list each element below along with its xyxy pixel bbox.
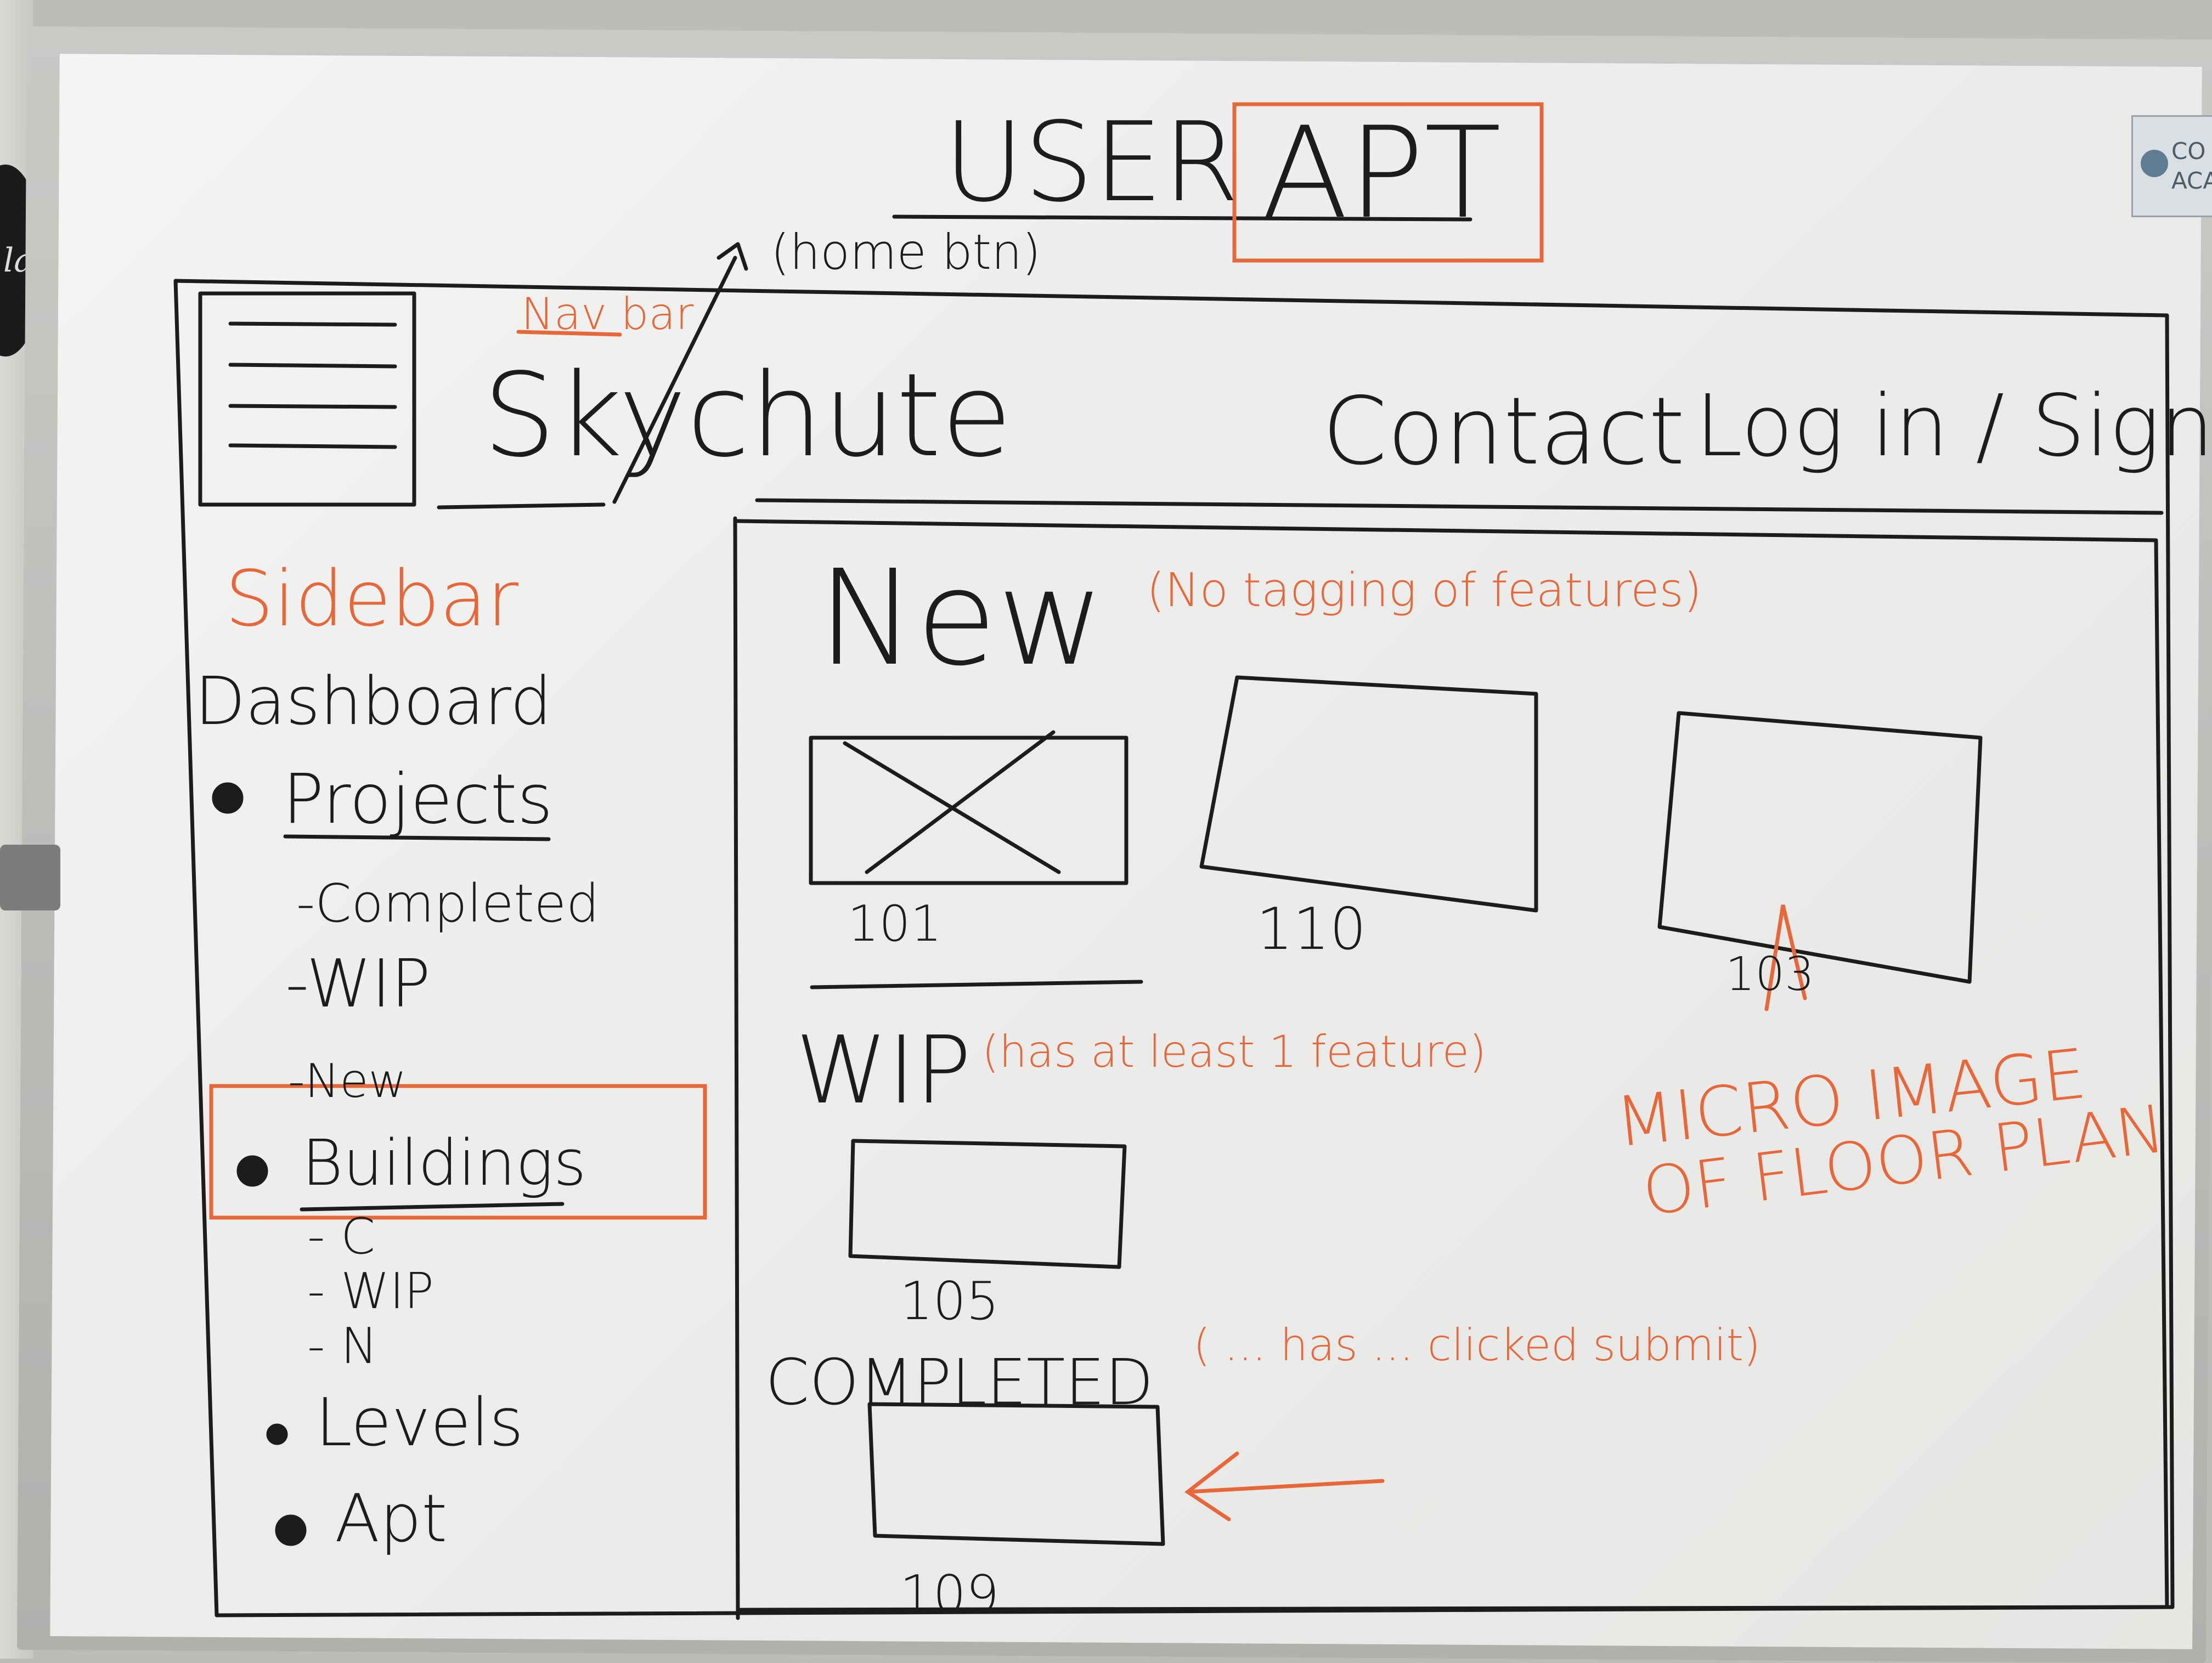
tile-103-label: 103 (1725, 947, 1814, 1002)
sidebar-apt[interactable]: Apt (335, 1481, 447, 1557)
section-completed-heading: COMPLETED (765, 1346, 1154, 1419)
buildings-underline (300, 1202, 565, 1212)
sidebar-projects[interactable]: Projects (283, 760, 553, 839)
navbar-annotation: Nav bar (521, 289, 693, 340)
tile-101-label: 101 (848, 895, 942, 953)
nav-contact[interactable]: Contact (1322, 377, 1685, 486)
hamburger-box (198, 291, 416, 507)
completed-note: ( ... has ... clicked submit) (1193, 1320, 1760, 1371)
tile-109-label: 109 (900, 1565, 999, 1625)
title-apt: APT (1262, 100, 1502, 247)
sidebar-annotation: Sidebar (225, 555, 518, 644)
new-note: (No tagging of features) (1147, 563, 1702, 618)
projects-bullet (212, 782, 244, 814)
main-content-box (736, 519, 2169, 1612)
apt-highlight-box (1232, 102, 1544, 263)
projects-underline (283, 834, 551, 841)
sidebar-building-n[interactable]: - N (307, 1317, 377, 1375)
sidebar-divider (733, 516, 740, 1620)
nav-login[interactable]: Log in / Sign Out (1695, 376, 2212, 476)
sidebar-building-c[interactable]: - C (307, 1208, 375, 1265)
navbar-annotation-underline (516, 330, 622, 337)
tile-101 (809, 736, 1128, 885)
corner-logo: CO ACA (2131, 115, 2212, 217)
tile-105 (848, 1139, 1127, 1269)
apt-bullet (275, 1514, 307, 1546)
tile-110-label: 110 (1256, 896, 1366, 963)
micro-note-arrow (1764, 904, 1807, 1011)
sidebar-dashboard[interactable]: Dashboard (195, 664, 552, 740)
title-underline (892, 214, 1472, 222)
tile-101-x (843, 730, 1061, 874)
sidebar-project-wip[interactable]: -WIP (285, 946, 431, 1022)
title-user: USER (944, 99, 1239, 227)
new-divider (810, 980, 1143, 989)
sidebar-building-wip[interactable]: - WIP (307, 1263, 434, 1320)
corner-logo-line-2: ACA (2171, 167, 2212, 194)
navbar-divider (437, 498, 2164, 515)
page-outline (173, 279, 2175, 1617)
buildings-bullet (236, 1155, 268, 1187)
section-wip-heading: WIP (795, 1016, 972, 1125)
board-clamp (0, 845, 60, 910)
section-new-heading: New (817, 541, 1104, 695)
sidebar-buildings[interactable]: Buildings (302, 1127, 586, 1200)
sidebar-project-new[interactable]: -New (288, 1054, 407, 1108)
sidebar-levels[interactable]: Levels (315, 1385, 523, 1461)
completed-arrow (1184, 1451, 1385, 1521)
tile-110 (1199, 675, 1538, 913)
tile-109 (867, 1402, 1165, 1546)
sidebar-project-completed[interactable]: -Completed (296, 874, 599, 934)
buildings-highlight-box (209, 1084, 707, 1220)
logo-mark-icon (2141, 150, 2168, 177)
wip-note: (has at least 1 feature) (982, 1026, 1486, 1077)
levels-bullet (266, 1423, 288, 1445)
home-btn-note: (home btn) (771, 224, 1041, 280)
tile-103 (1657, 711, 1983, 984)
hamburger-lines (228, 321, 397, 449)
brand-name[interactable]: Skychute (483, 348, 1012, 483)
corner-logo-line-1: CO (2171, 138, 2206, 165)
tile-105-label: 105 (900, 1271, 999, 1332)
home-arrow (612, 242, 748, 504)
